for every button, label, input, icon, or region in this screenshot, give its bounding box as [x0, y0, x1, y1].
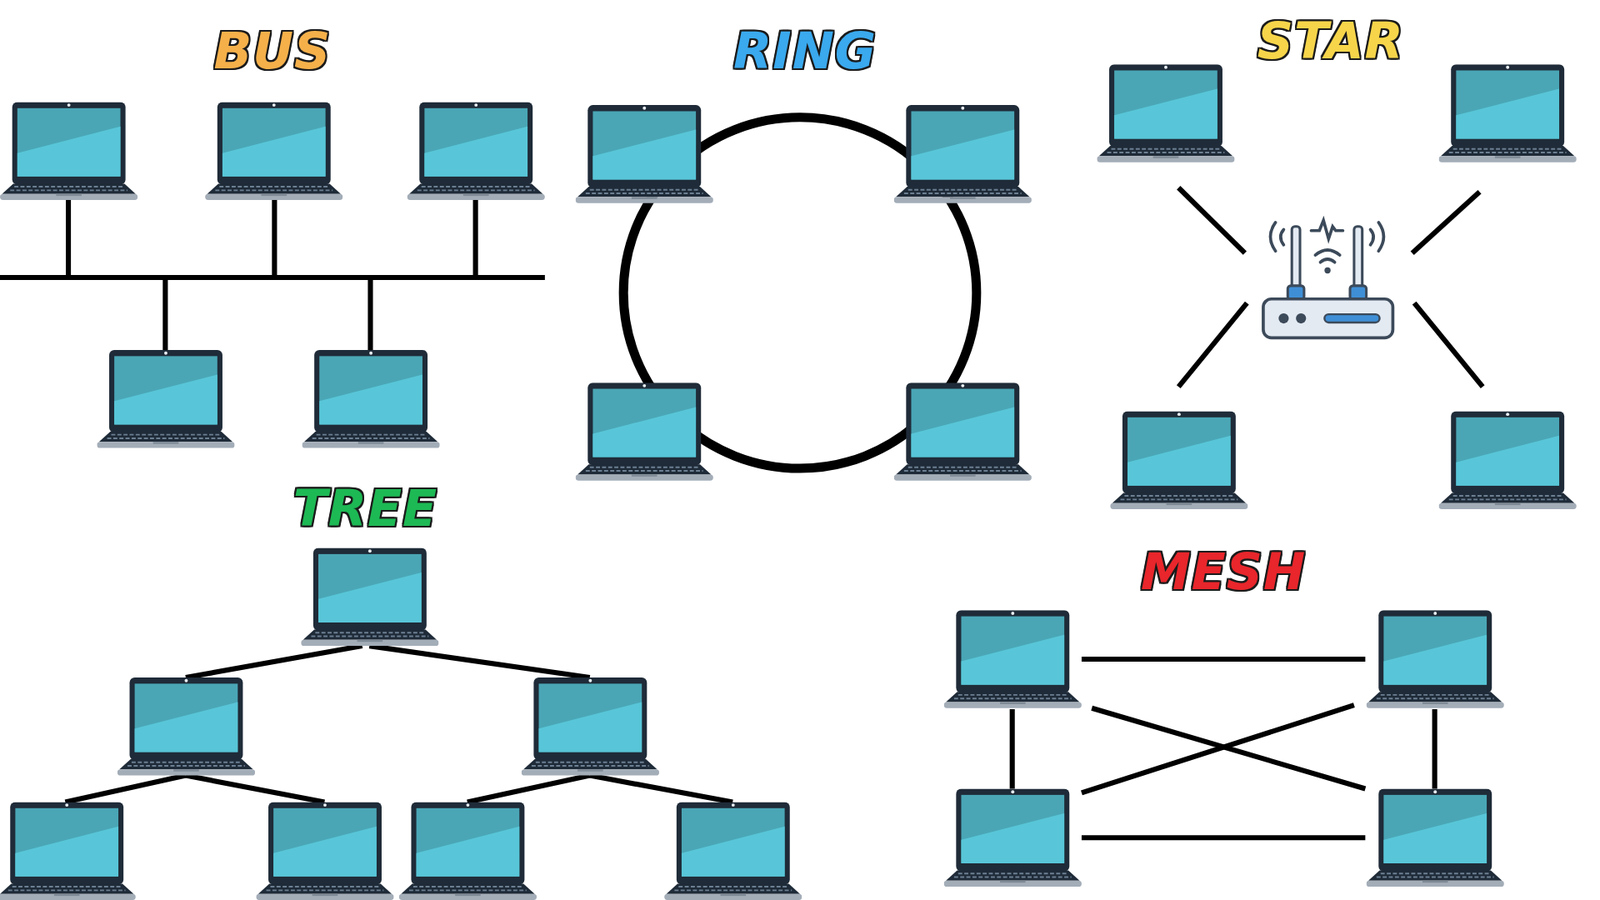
- laptop-icon: [1096, 64, 1235, 163]
- laptop-icon: [1366, 610, 1505, 709]
- laptop-icon: [1439, 64, 1577, 163]
- laptop-icon: [0, 101, 138, 200]
- laptop-icon: [0, 801, 136, 900]
- laptop-icon: [894, 105, 1032, 204]
- topology-title: RING: [733, 25, 877, 76]
- laptop-icon: [575, 382, 714, 481]
- laptop-icon: [407, 101, 545, 200]
- router-icon: [1263, 220, 1394, 338]
- laptop-icon: [575, 105, 714, 204]
- laptop-icon: [521, 677, 660, 776]
- laptop-icon: [117, 677, 255, 776]
- laptop-icon: [300, 548, 439, 647]
- star-wires: [1178, 187, 1483, 387]
- tree-laptops: [0, 548, 802, 900]
- mesh-laptops: [944, 610, 1505, 887]
- star-laptops: [1096, 64, 1577, 510]
- tree-wires: [65, 645, 733, 802]
- bus-wires: [0, 199, 545, 353]
- laptop-icon: [894, 382, 1032, 481]
- laptop-icon: [1366, 789, 1505, 888]
- laptop-icon: [664, 801, 802, 900]
- topology-title: TREE: [293, 483, 438, 534]
- bus-laptops: [0, 101, 545, 448]
- topology-title: STAR: [1257, 15, 1405, 66]
- laptop-icon: [205, 101, 343, 200]
- laptop-icon: [944, 789, 1082, 888]
- laptop-icon: [96, 350, 235, 449]
- topology-title: BUS: [214, 25, 332, 76]
- topology-title: MESH: [1140, 546, 1306, 597]
- laptop-icon: [944, 610, 1082, 709]
- mesh-wires: [1012, 659, 1435, 838]
- laptop-icon: [255, 801, 394, 900]
- laptop-icon: [399, 801, 537, 900]
- ring-laptops: [575, 105, 1032, 481]
- laptop-icon: [1110, 410, 1248, 510]
- laptop-icon: [1439, 410, 1577, 510]
- laptop-icon: [301, 350, 440, 449]
